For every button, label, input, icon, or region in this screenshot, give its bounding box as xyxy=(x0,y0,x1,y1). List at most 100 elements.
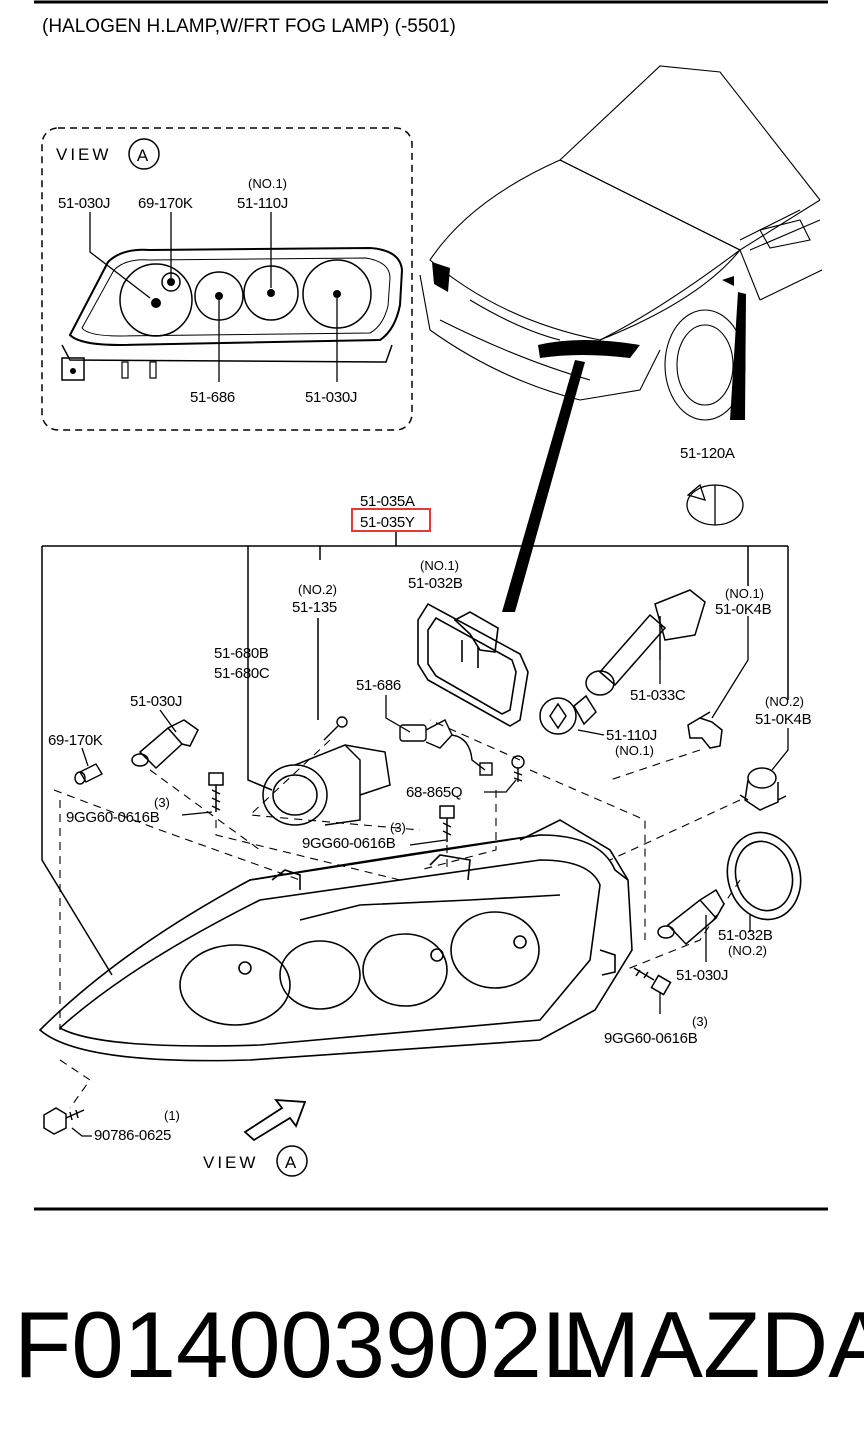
inset-socket-2-core xyxy=(167,278,175,286)
part-number: F014003902L xyxy=(14,1292,595,1397)
label-51-030j-2: 51-030J xyxy=(676,967,728,984)
label-51-0k4b-1: 51-0K4B xyxy=(715,601,772,618)
car-wheel-inner xyxy=(676,324,734,406)
screw-68-865q xyxy=(511,755,525,782)
inset-housing xyxy=(68,246,404,347)
headlamp-bulb-3 xyxy=(513,935,527,949)
inset-label-4: 51-686 xyxy=(190,389,235,406)
bulb-51-033c xyxy=(585,589,706,696)
bulb-51-110j xyxy=(539,694,597,735)
car-mirror xyxy=(759,219,811,249)
highlight-box xyxy=(351,508,431,532)
inset-socket-1-core xyxy=(151,298,161,308)
car-hood xyxy=(429,159,741,341)
side-marker-lamp xyxy=(686,483,744,526)
inset-label-3-note: (NO.1) xyxy=(248,176,287,191)
view-a-arrow xyxy=(243,1098,307,1142)
inset-view-marker: A xyxy=(137,146,151,165)
inset-label-1: 51-030J xyxy=(58,195,110,212)
leader-51-686-b xyxy=(385,712,411,733)
label-51-030j: 51-030J xyxy=(130,693,182,710)
label-51-680b: 51-680B xyxy=(214,645,269,662)
label-9gg60-b: 9GG60-0616B xyxy=(302,835,396,852)
diagram-title: (HALOGEN H.LAMP,W/FRT FOG LAMP) (-5501) xyxy=(42,16,456,37)
inset-border xyxy=(41,127,413,431)
headlamp-bulb-2 xyxy=(430,948,444,962)
leader-51-110j xyxy=(577,729,605,736)
fog-lamp xyxy=(262,744,391,826)
label-51-680c: 51-680C xyxy=(214,665,270,682)
inset-socket-5-core xyxy=(333,290,341,298)
inset-view-label: VIEW xyxy=(56,145,111,164)
leader-68-865q xyxy=(484,779,517,793)
pointer-side-marker xyxy=(730,292,746,420)
label-51-032b: 51-032B xyxy=(408,575,463,592)
label-no2-135: (NO.2) xyxy=(298,582,337,597)
leader-51-0k4b-no2 xyxy=(771,728,789,771)
bottom-view-label: VIEW xyxy=(203,1153,258,1172)
headlamp-bracket-mid xyxy=(429,854,471,881)
headlamp-top-rim xyxy=(249,834,541,881)
label-qty-3b: (3) xyxy=(390,820,406,835)
car-side xyxy=(739,209,823,301)
headlamp-reflector-4 xyxy=(450,911,540,989)
headlamp-bracket-top xyxy=(271,869,301,890)
label-qty-3a: (3) xyxy=(154,795,170,810)
leader-9gg60-a xyxy=(181,811,213,816)
headlamp-bulb-1 xyxy=(238,961,252,975)
inset-label-2: 69-170K xyxy=(138,195,193,212)
car-headlamp-right xyxy=(538,340,640,358)
inset-socket-3-core xyxy=(215,292,223,300)
dashed-guides xyxy=(53,719,741,1109)
headlamp-parts-diagram: (HALOGEN H.LAMP,W/FRT FOG LAMP) (-5501) … xyxy=(34,0,828,1211)
leader-69-170k xyxy=(81,747,89,767)
label-qty-1: (1) xyxy=(164,1108,180,1123)
leader-51-0k4b-no1 xyxy=(711,616,749,719)
headlamp-reflector-2 xyxy=(279,940,361,1010)
label-51-0k4b-2: 51-0K4B xyxy=(755,711,812,728)
label-51-686: 51-686 xyxy=(356,677,401,694)
label-51-032b-2: 51-032B xyxy=(718,927,773,944)
label-no2-0k4b: (NO.2) xyxy=(765,694,804,709)
label-qty-3c: (3) xyxy=(692,1014,708,1029)
bulb-51-030j-right xyxy=(657,888,725,946)
headlamp-back-housing xyxy=(519,819,629,881)
car-roof xyxy=(559,65,821,201)
headlamp-tab-right xyxy=(599,949,616,976)
leader-9gg60-b xyxy=(409,839,447,846)
bottom-view-marker-circle xyxy=(276,1145,308,1177)
screw-9gg60-a xyxy=(208,772,224,812)
inset-tab-hole xyxy=(70,368,76,374)
inset-pin-2 xyxy=(149,361,157,379)
label-51-120a: 51-120A xyxy=(680,445,735,462)
fog-bulb-51-686 xyxy=(399,719,493,776)
clip-51-0k4b-no2 xyxy=(739,767,787,811)
inset-socket-4-core xyxy=(267,289,275,297)
label-51-110j: 51-110J xyxy=(606,727,657,744)
inset-housing-inner xyxy=(81,257,391,337)
headlamp-reflector-1 xyxy=(179,944,291,1026)
bulb-51-030j-left xyxy=(131,719,199,770)
headlamp-inner-band xyxy=(299,894,561,921)
label-no1-110j: (NO.1) xyxy=(615,743,654,758)
headlamp-lens xyxy=(58,859,601,1047)
inset-pin-1 xyxy=(121,361,129,379)
bulb-69-170k xyxy=(74,763,103,785)
headlamp-outer xyxy=(38,834,633,1062)
label-9gg60-a: 9GG60-0616B xyxy=(66,809,160,826)
inset-socket-1 xyxy=(119,263,193,337)
label-9gg60-c: 9GG60-0616B xyxy=(604,1030,698,1047)
leader-51-030j-left xyxy=(159,709,177,733)
inset-label-5: 51-030J xyxy=(305,389,357,406)
car-fender xyxy=(599,249,761,341)
view-a-inset: VIEW A 51-030J 69-170K (NO.1) 51-110J 51… xyxy=(41,127,413,431)
inset-label-3: 51-110J xyxy=(237,195,288,212)
car-marker-light xyxy=(722,276,734,286)
car-headlamp-left xyxy=(432,262,450,292)
label-51-033c: 51-033C xyxy=(630,687,686,704)
headlamp-assembly xyxy=(38,819,633,1062)
label-68-865q: 68-865Q xyxy=(406,784,462,801)
bottom-view-marker: A xyxy=(285,1153,299,1172)
inset-view-marker-circle xyxy=(128,138,160,170)
car-sketch xyxy=(419,65,823,421)
